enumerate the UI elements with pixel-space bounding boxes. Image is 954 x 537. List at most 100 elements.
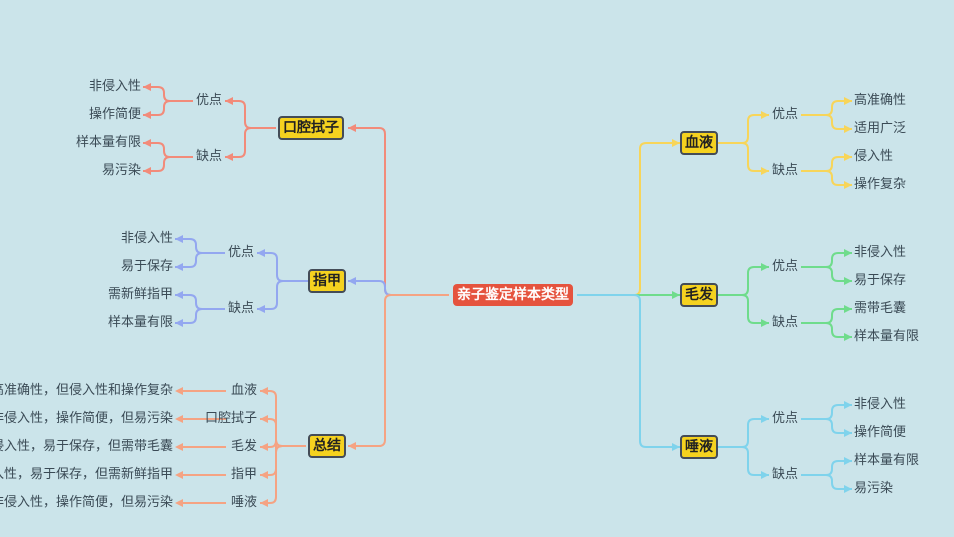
blood-pro-2: 适用广泛 (854, 121, 907, 136)
node-nail[interactable]: 指甲 (308, 269, 346, 293)
arrow-head-icon (844, 485, 852, 493)
node-oral-swab[interactable]: 口腔拭子 (278, 116, 344, 140)
nail-con-1: 需新鲜指甲 (107, 287, 173, 302)
nail-edge-pros (257, 252, 308, 282)
oral-pro-1: 非侵入性 (88, 79, 141, 94)
arrow-head-icon (761, 111, 769, 119)
summary-edge-5 (260, 445, 306, 504)
arrow-head-icon (348, 124, 356, 132)
arrow-head-icon (844, 125, 852, 133)
arrow-head-icon (844, 153, 852, 161)
edge-root-blood (577, 142, 680, 296)
summary-edge-2 (260, 418, 306, 447)
arrow-head-icon (175, 235, 183, 243)
hair-cons-label: 缺点 (771, 315, 799, 330)
hair-pro-2: 易于保存 (854, 273, 907, 288)
hair-con-1: 需带毛囊 (854, 301, 907, 316)
nail-con-2: 样本量有限 (107, 315, 173, 330)
arrow-head-icon (175, 499, 183, 507)
nail-pros-label: 优点 (227, 245, 255, 260)
summary-name-3: 毛发 (230, 439, 257, 454)
arrow-head-icon (175, 263, 183, 271)
hair-con-2: 样本量有限 (854, 329, 920, 344)
arrow-head-icon (260, 415, 268, 423)
summary-name-5: 唾液 (230, 495, 257, 510)
oral-con-2: 易污染 (101, 163, 141, 178)
node-blood[interactable]: 血液 (680, 131, 718, 155)
blood-con-1: 侵入性 (854, 149, 894, 164)
saliva-con-2: 易污染 (854, 481, 894, 496)
summary-desc-2: 非侵入性，操作简便，但易污染 (0, 411, 173, 426)
arrow-head-icon (260, 387, 268, 395)
arrow-head-icon (844, 401, 852, 409)
edge-root-summary (348, 294, 449, 447)
blood-edge-pros (718, 114, 769, 144)
arrow-head-icon (844, 333, 852, 341)
oral-con-1: 样本量有限 (75, 135, 141, 150)
arrow-head-icon (225, 153, 233, 161)
arrow-head-icon (844, 181, 852, 189)
root-node[interactable]: 亲子鉴定样本类型 (453, 284, 573, 306)
edge-root-saliva (577, 294, 680, 448)
arrow-head-icon (761, 415, 769, 423)
arrow-head-icon (143, 167, 151, 175)
blood-edge-con2 (801, 170, 852, 186)
arrow-head-icon (257, 305, 265, 313)
oral-cons-label: 缺点 (195, 149, 223, 164)
arrow-head-icon (260, 499, 268, 507)
arrow-head-icon (844, 97, 852, 105)
arrow-head-icon (260, 443, 268, 451)
arrow-head-icon (143, 139, 151, 147)
arrow-head-icon (225, 97, 233, 105)
oral-edge-pro2 (143, 100, 193, 116)
hair-edge-pro2 (801, 266, 852, 282)
oral-pros-label: 优点 (195, 93, 223, 108)
saliva-edge-cons (718, 446, 769, 476)
oral-edge-cons (225, 127, 276, 158)
saliva-edge-con2 (801, 474, 852, 490)
arrow-head-icon (257, 249, 265, 257)
summary-desc-4: 非侵入性，易于保存，但需新鲜指甲 (0, 467, 173, 482)
blood-pro-1: 高准确性 (854, 93, 907, 108)
saliva-cons-label: 缺点 (771, 467, 799, 482)
arrow-head-icon (143, 111, 151, 119)
blood-cons-label: 缺点 (771, 163, 799, 178)
saliva-pro-1: 非侵入性 (854, 397, 907, 412)
arrow-head-icon (175, 415, 183, 423)
arrow-head-icon (175, 319, 183, 327)
nail-cons-label: 缺点 (227, 301, 255, 316)
node-hair[interactable]: 毛发 (680, 283, 718, 307)
oral-edge-pros (225, 100, 276, 129)
hair-edge-con2 (801, 322, 852, 338)
oral-edge-con2 (143, 156, 193, 172)
blood-pros-label: 优点 (771, 107, 799, 122)
hair-edge-cons (718, 294, 769, 324)
arrow-head-icon (348, 277, 356, 285)
blood-con-2: 操作复杂 (854, 177, 907, 192)
hair-pros-label: 优点 (771, 259, 799, 274)
arrow-head-icon (175, 291, 183, 299)
summary-desc-3: 非侵入性，易于保存，但需带毛囊 (0, 439, 173, 454)
saliva-pro-2: 操作简便 (854, 425, 907, 440)
saliva-pros-label: 优点 (771, 411, 799, 426)
arrow-head-icon (672, 139, 680, 147)
nail-edge-pro2 (175, 252, 225, 268)
arrow-head-icon (844, 457, 852, 465)
oral-pro-2: 操作简便 (88, 107, 141, 122)
node-saliva[interactable]: 唾液 (680, 435, 718, 459)
summary-desc-1: 高准确性，但侵入性和操作复杂 (0, 383, 173, 398)
saliva-edge-pro2 (801, 418, 852, 434)
nail-edge-con2 (175, 308, 225, 324)
arrow-head-icon (761, 319, 769, 327)
arrow-head-icon (143, 83, 151, 91)
arrow-head-icon (844, 249, 852, 257)
nail-pro-2: 易于保存 (120, 259, 173, 274)
arrow-head-icon (844, 429, 852, 437)
arrow-head-icon (260, 471, 268, 479)
arrow-head-icon (761, 263, 769, 271)
saliva-con-1: 样本量有限 (854, 453, 920, 468)
summary-name-4: 指甲 (230, 467, 257, 482)
hair-pro-1: 非侵入性 (854, 245, 907, 260)
node-summary[interactable]: 总结 (308, 434, 346, 458)
